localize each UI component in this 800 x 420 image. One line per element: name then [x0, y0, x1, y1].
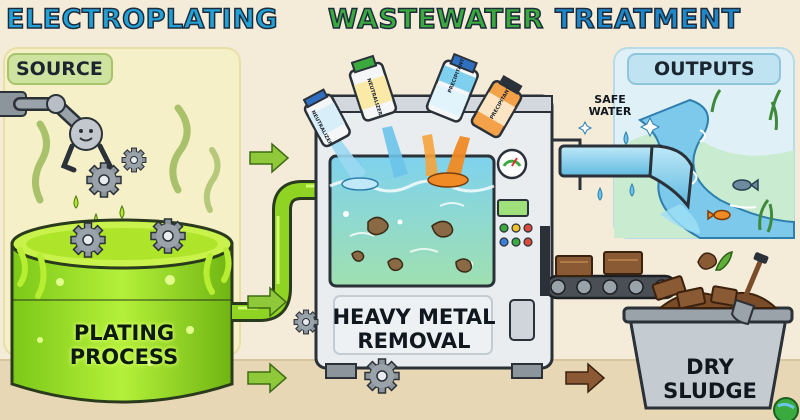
title-part-treatment: TREATMENT: [554, 4, 741, 35]
safe-water-label: SAFE WATER: [584, 93, 636, 119]
flow-arrow: [565, 362, 606, 394]
fish-icon: [707, 178, 759, 221]
gear-icon: [364, 358, 400, 394]
gear-icon: [121, 147, 147, 173]
heavy-metal-removal-label: HEAVY METAL REMOVAL: [326, 305, 502, 353]
outputs-label-box: [627, 53, 781, 85]
clean-water-pipe: [558, 144, 666, 178]
gear-icon: [150, 218, 186, 254]
outputs-label: OUTPUTS: [654, 58, 755, 80]
dry-sludge-label: DRY SLUDGE: [660, 355, 760, 403]
plating-tank: [10, 218, 234, 404]
flow-arrow: [247, 142, 290, 394]
precipitant-bottle-1: [425, 52, 479, 123]
neutralizer-bottle-2: [348, 54, 398, 122]
plating-label-line1: PLATING: [73, 321, 175, 345]
gear-icon: [86, 162, 122, 198]
source-label: SOURCE: [16, 58, 103, 80]
removal-label-line2: REMOVAL: [357, 328, 471, 353]
precipitant-bottle-2: [470, 75, 523, 139]
sludge-label-line2: SLUDGE: [663, 378, 757, 403]
gear-icon: [293, 309, 319, 335]
control-buttons: [499, 223, 533, 247]
plating-label-line2: PROCESS: [69, 344, 179, 369]
treatment-machine: [314, 94, 554, 379]
safe-label-line1: SAFE: [594, 93, 626, 106]
safe-label-line2: WATER: [588, 105, 632, 119]
sludge-label-line1: DRY: [686, 355, 734, 379]
title-part-electroplating: ELECTROPLATING: [5, 4, 279, 35]
neutralizer-bottle-1: [302, 88, 351, 148]
shovel-icon: [730, 252, 769, 326]
gear-icon: [70, 222, 106, 258]
title-part-wastewater: WASTEWATER: [327, 4, 544, 35]
control-display: [497, 199, 529, 217]
gauge-icon: [496, 148, 528, 180]
removal-label-line1: HEAVY METAL: [332, 305, 496, 329]
metal-precipitate: [351, 216, 473, 273]
plating-process-label: PLATING PROCESS: [44, 321, 204, 369]
source-label-box: [7, 53, 113, 85]
